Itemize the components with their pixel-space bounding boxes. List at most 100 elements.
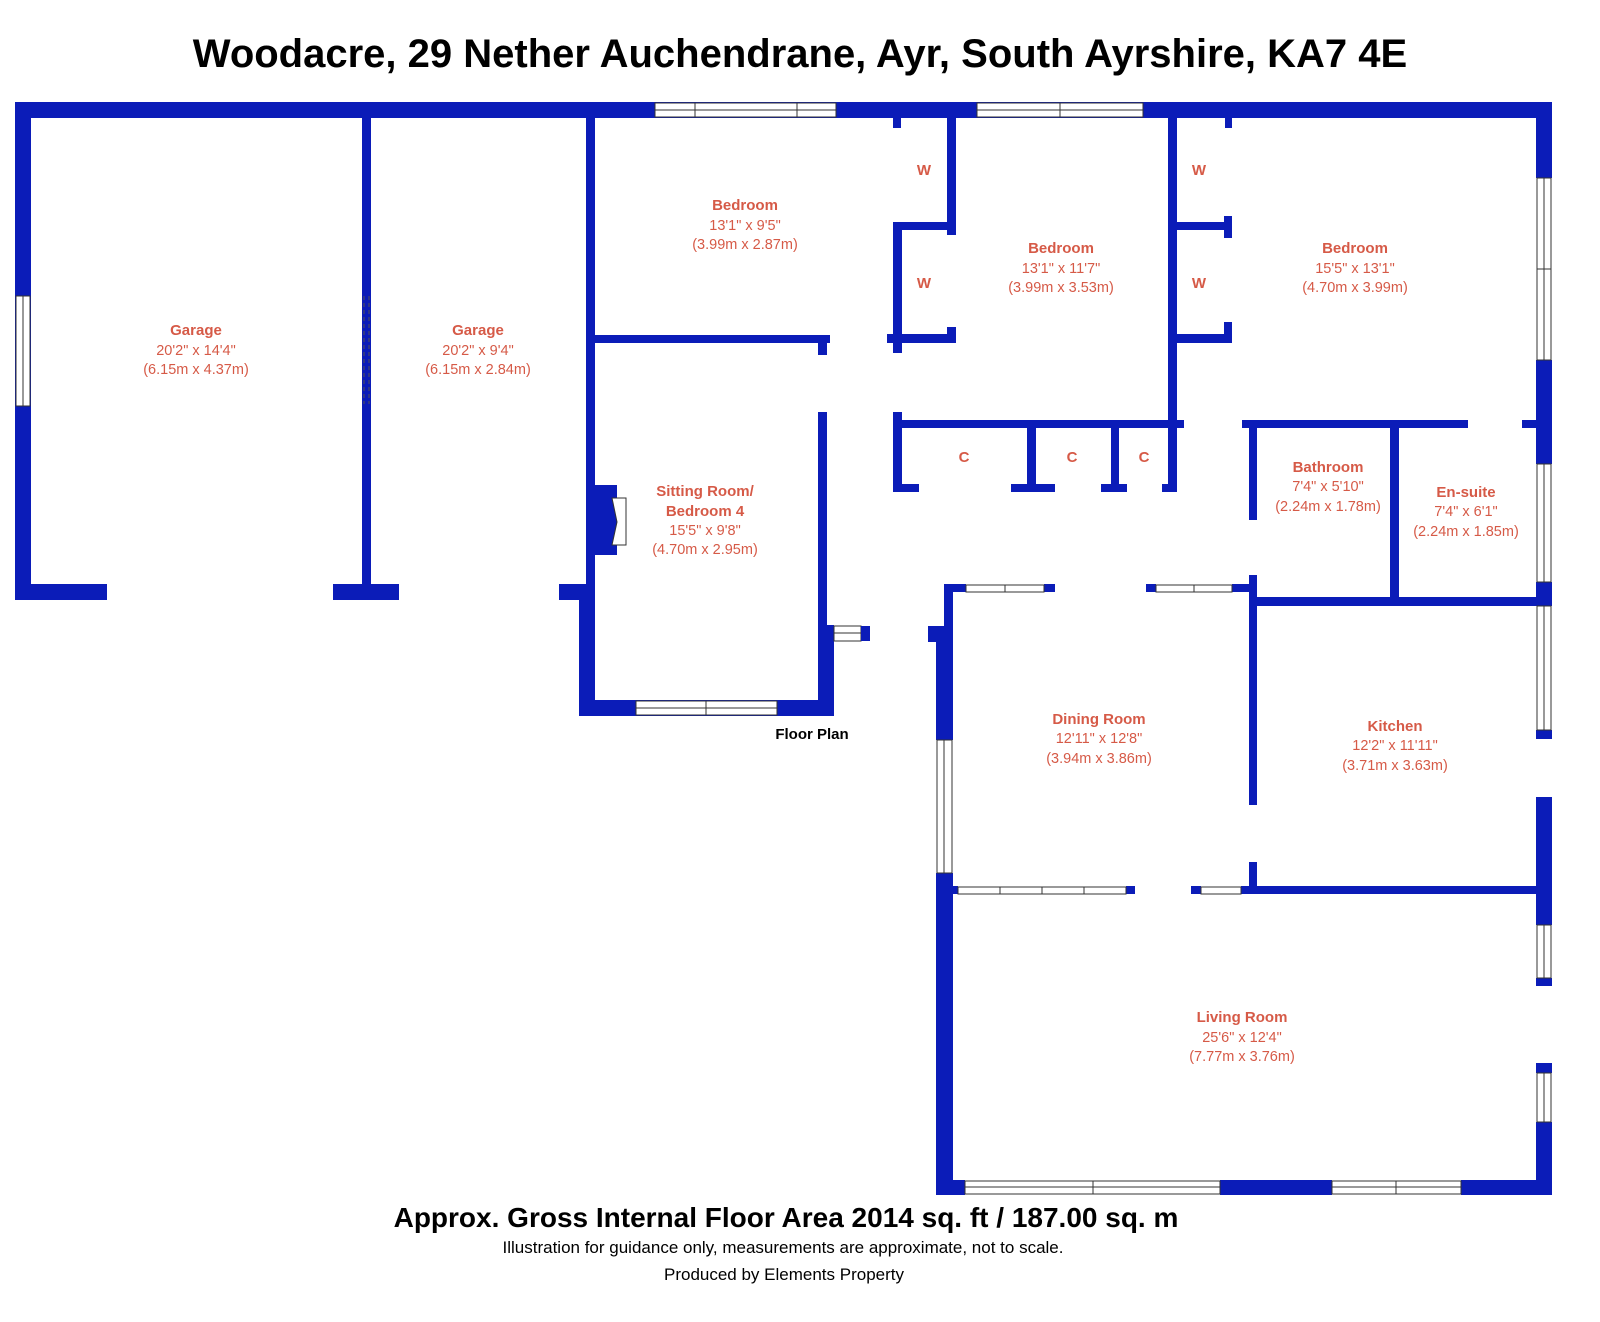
room-name-line-1: Sitting Room/: [656, 483, 754, 500]
credit: Produced by Elements Property: [664, 1265, 905, 1284]
bedroom-sitting-divider-stub: [818, 335, 827, 355]
room-dimensions-imperial: 12'2" x 11'11": [1352, 738, 1437, 754]
room-bathroom: Bathroom 7'4" x 5'10" (2.24m x 1.78m): [1275, 459, 1381, 515]
dining-living-divider-stub-1: [1126, 886, 1135, 894]
bathroom-wall-top: [1242, 420, 1468, 428]
room-dimensions-metric: (4.70m x 2.95m): [652, 542, 758, 558]
sitting-room-wall-right-thick: [818, 625, 834, 716]
room-name: Dining Room: [1052, 711, 1145, 728]
outer-wall-right-1: [1536, 102, 1552, 178]
room-dimensions-imperial: 25'6" x 12'4": [1202, 1030, 1282, 1046]
room-sitting-room: Sitting Room/ Bedroom 4 15'5" x 9'8" (4.…: [652, 483, 758, 558]
kitchen-wall-bottom: [1241, 886, 1538, 894]
room-name: Garage: [452, 322, 504, 339]
room-bedroom-1: Bedroom 13'1" x 9'5" (3.99m x 2.87m): [692, 197, 798, 253]
wardrobe-wall-stub-top: [893, 118, 901, 128]
sitting-room-wall-left: [586, 118, 595, 716]
dining-wall-top-right: [1232, 584, 1257, 592]
room-dimensions-imperial: 13'1" x 9'5": [709, 218, 780, 234]
outer-wall-right-5: [1536, 730, 1552, 739]
room-dimensions-metric: (3.94m x 3.86m): [1046, 751, 1152, 767]
dining-wall-top-right-stub: [1146, 584, 1156, 592]
dining-wall-left-upper: [936, 626, 953, 740]
dining-wall-top-left: [944, 584, 966, 592]
room-name: Bedroom: [1322, 240, 1388, 257]
room-name: Bedroom: [712, 197, 778, 214]
room-name: En-suite: [1436, 484, 1495, 501]
living-wall-bottom-2: [1220, 1180, 1332, 1195]
room-dimensions-metric: (3.99m x 2.87m): [692, 237, 798, 253]
outer-wall-right-8: [1536, 1063, 1552, 1073]
room-en-suite: En-suite 7'4" x 6'1" (2.24m x 1.85m): [1413, 484, 1519, 540]
outer-wall-right-2: [1536, 360, 1552, 428]
kitchen-wall-left: [1249, 575, 1257, 805]
fireplace-hearth: [611, 497, 627, 546]
room-dimensions-metric: (3.71m x 3.63m): [1342, 758, 1448, 774]
wardrobe-shelf-1: [893, 222, 955, 230]
en-suite-wall-top-stub: [1522, 420, 1538, 428]
room-living-room: Living Room 25'6" x 12'4" (7.77m x 3.76m…: [1189, 1009, 1295, 1065]
sitting-room-wall-left-thick: [579, 600, 595, 716]
room-bedroom-3: Bedroom 15'5" x 13'1" (4.70m x 3.99m): [1302, 240, 1408, 296]
cupboard-3-bottom-stub: [1101, 484, 1127, 492]
room-name: Bedroom: [1028, 240, 1094, 257]
wardrobe-label: W: [917, 162, 932, 179]
living-wall-bottom-3: [1461, 1180, 1552, 1195]
room-dimensions-imperial: 15'5" x 9'8": [669, 523, 740, 539]
cupboard-2-bottom-stub: [1011, 484, 1055, 492]
room-name: Living Room: [1197, 1009, 1288, 1026]
windows: [15, 102, 1552, 1195]
outer-wall-right-3: [1536, 428, 1552, 464]
gross-floor-area: Approx. Gross Internal Floor Area 2014 s…: [394, 1202, 1179, 1233]
room-bedroom-2: Bedroom 13'1" x 11'7" (3.99m x 3.53m): [1008, 240, 1114, 296]
room-dining-room: Dining Room 12'11" x 12'8" (3.94m x 3.86…: [1046, 711, 1152, 767]
room-dimensions-imperial: 12'11" x 12'8": [1056, 731, 1143, 747]
dining-living-divider-start: [953, 886, 958, 894]
room-dimensions-imperial: 15'5" x 13'1": [1315, 261, 1395, 277]
room-dimensions-metric: (7.77m x 3.76m): [1189, 1049, 1295, 1065]
room-name: Kitchen: [1367, 718, 1422, 735]
living-wall-left: [936, 873, 953, 1195]
bathroom-wall-left: [1249, 420, 1257, 520]
room-dimensions-imperial: 7'4" x 5'10": [1292, 479, 1363, 495]
kitchen-wall-top: [1249, 597, 1538, 606]
room-name-line-2: Bedroom 4: [666, 503, 745, 520]
wardrobe-label: W: [1192, 162, 1207, 179]
room-dimensions-metric: (3.99m x 3.53m): [1008, 280, 1114, 296]
bedroom-3-wardrobe-shelf-2: [1177, 334, 1232, 343]
bedroom-3-wardrobe-stub-top: [1225, 118, 1232, 128]
room-dimensions-metric: (6.15m x 2.84m): [425, 362, 531, 378]
wardrobe-shelf-2-stub: [947, 327, 956, 343]
fireplace-chimney: [595, 485, 617, 555]
bathroom-en-suite-divider: [1390, 428, 1399, 601]
room-dimensions-metric: (2.24m x 1.85m): [1413, 524, 1519, 540]
sitting-room-wall-right: [818, 412, 827, 716]
outer-wall-right-9: [1536, 1122, 1552, 1195]
property-title: Woodacre, 29 Nether Auchendrane, Ayr, So…: [193, 32, 1407, 76]
living-wall-bottom-1: [936, 1180, 965, 1195]
room-dimensions-metric: (4.70m x 3.99m): [1302, 280, 1408, 296]
bedroom-2-3-divider: [1168, 118, 1177, 428]
cupboard-1-bottom-stub: [893, 484, 919, 492]
room-dimensions-imperial: 20'2" x 9'4": [442, 343, 513, 359]
cupboard-divider-1: [1027, 428, 1036, 492]
room-garage-2: Garage 20'2" x 9'4" (6.15m x 2.84m): [425, 322, 531, 378]
cupboard-label: C: [1139, 449, 1150, 466]
bedroom-3-wardrobe-shelf-1-end: [1224, 216, 1232, 238]
bedroom-sitting-divider: [595, 335, 830, 343]
cupboard-wall-top: [893, 420, 1184, 428]
glazed-screen-living-right: [1200, 886, 1242, 895]
dining-living-divider-stub-2: [1191, 886, 1201, 894]
cupboard-4-bottom-stub: [1162, 484, 1177, 492]
wardrobe-label: W: [917, 275, 932, 292]
cupboard-wall-left: [893, 412, 902, 492]
room-dimensions-metric: (6.15m x 4.37m): [143, 362, 249, 378]
bedroom-2-wall-left-upper: [947, 118, 956, 235]
room-dimensions-metric: (2.24m x 1.78m): [1275, 499, 1381, 515]
garage-divider-wall: [362, 118, 371, 600]
cupboard-wall-right: [1168, 428, 1177, 492]
room-name: Bathroom: [1293, 459, 1364, 476]
disclaimer: Illustration for guidance only, measurem…: [503, 1238, 1064, 1257]
bedroom-3-wardrobe-shelf-2-end: [1224, 322, 1232, 343]
